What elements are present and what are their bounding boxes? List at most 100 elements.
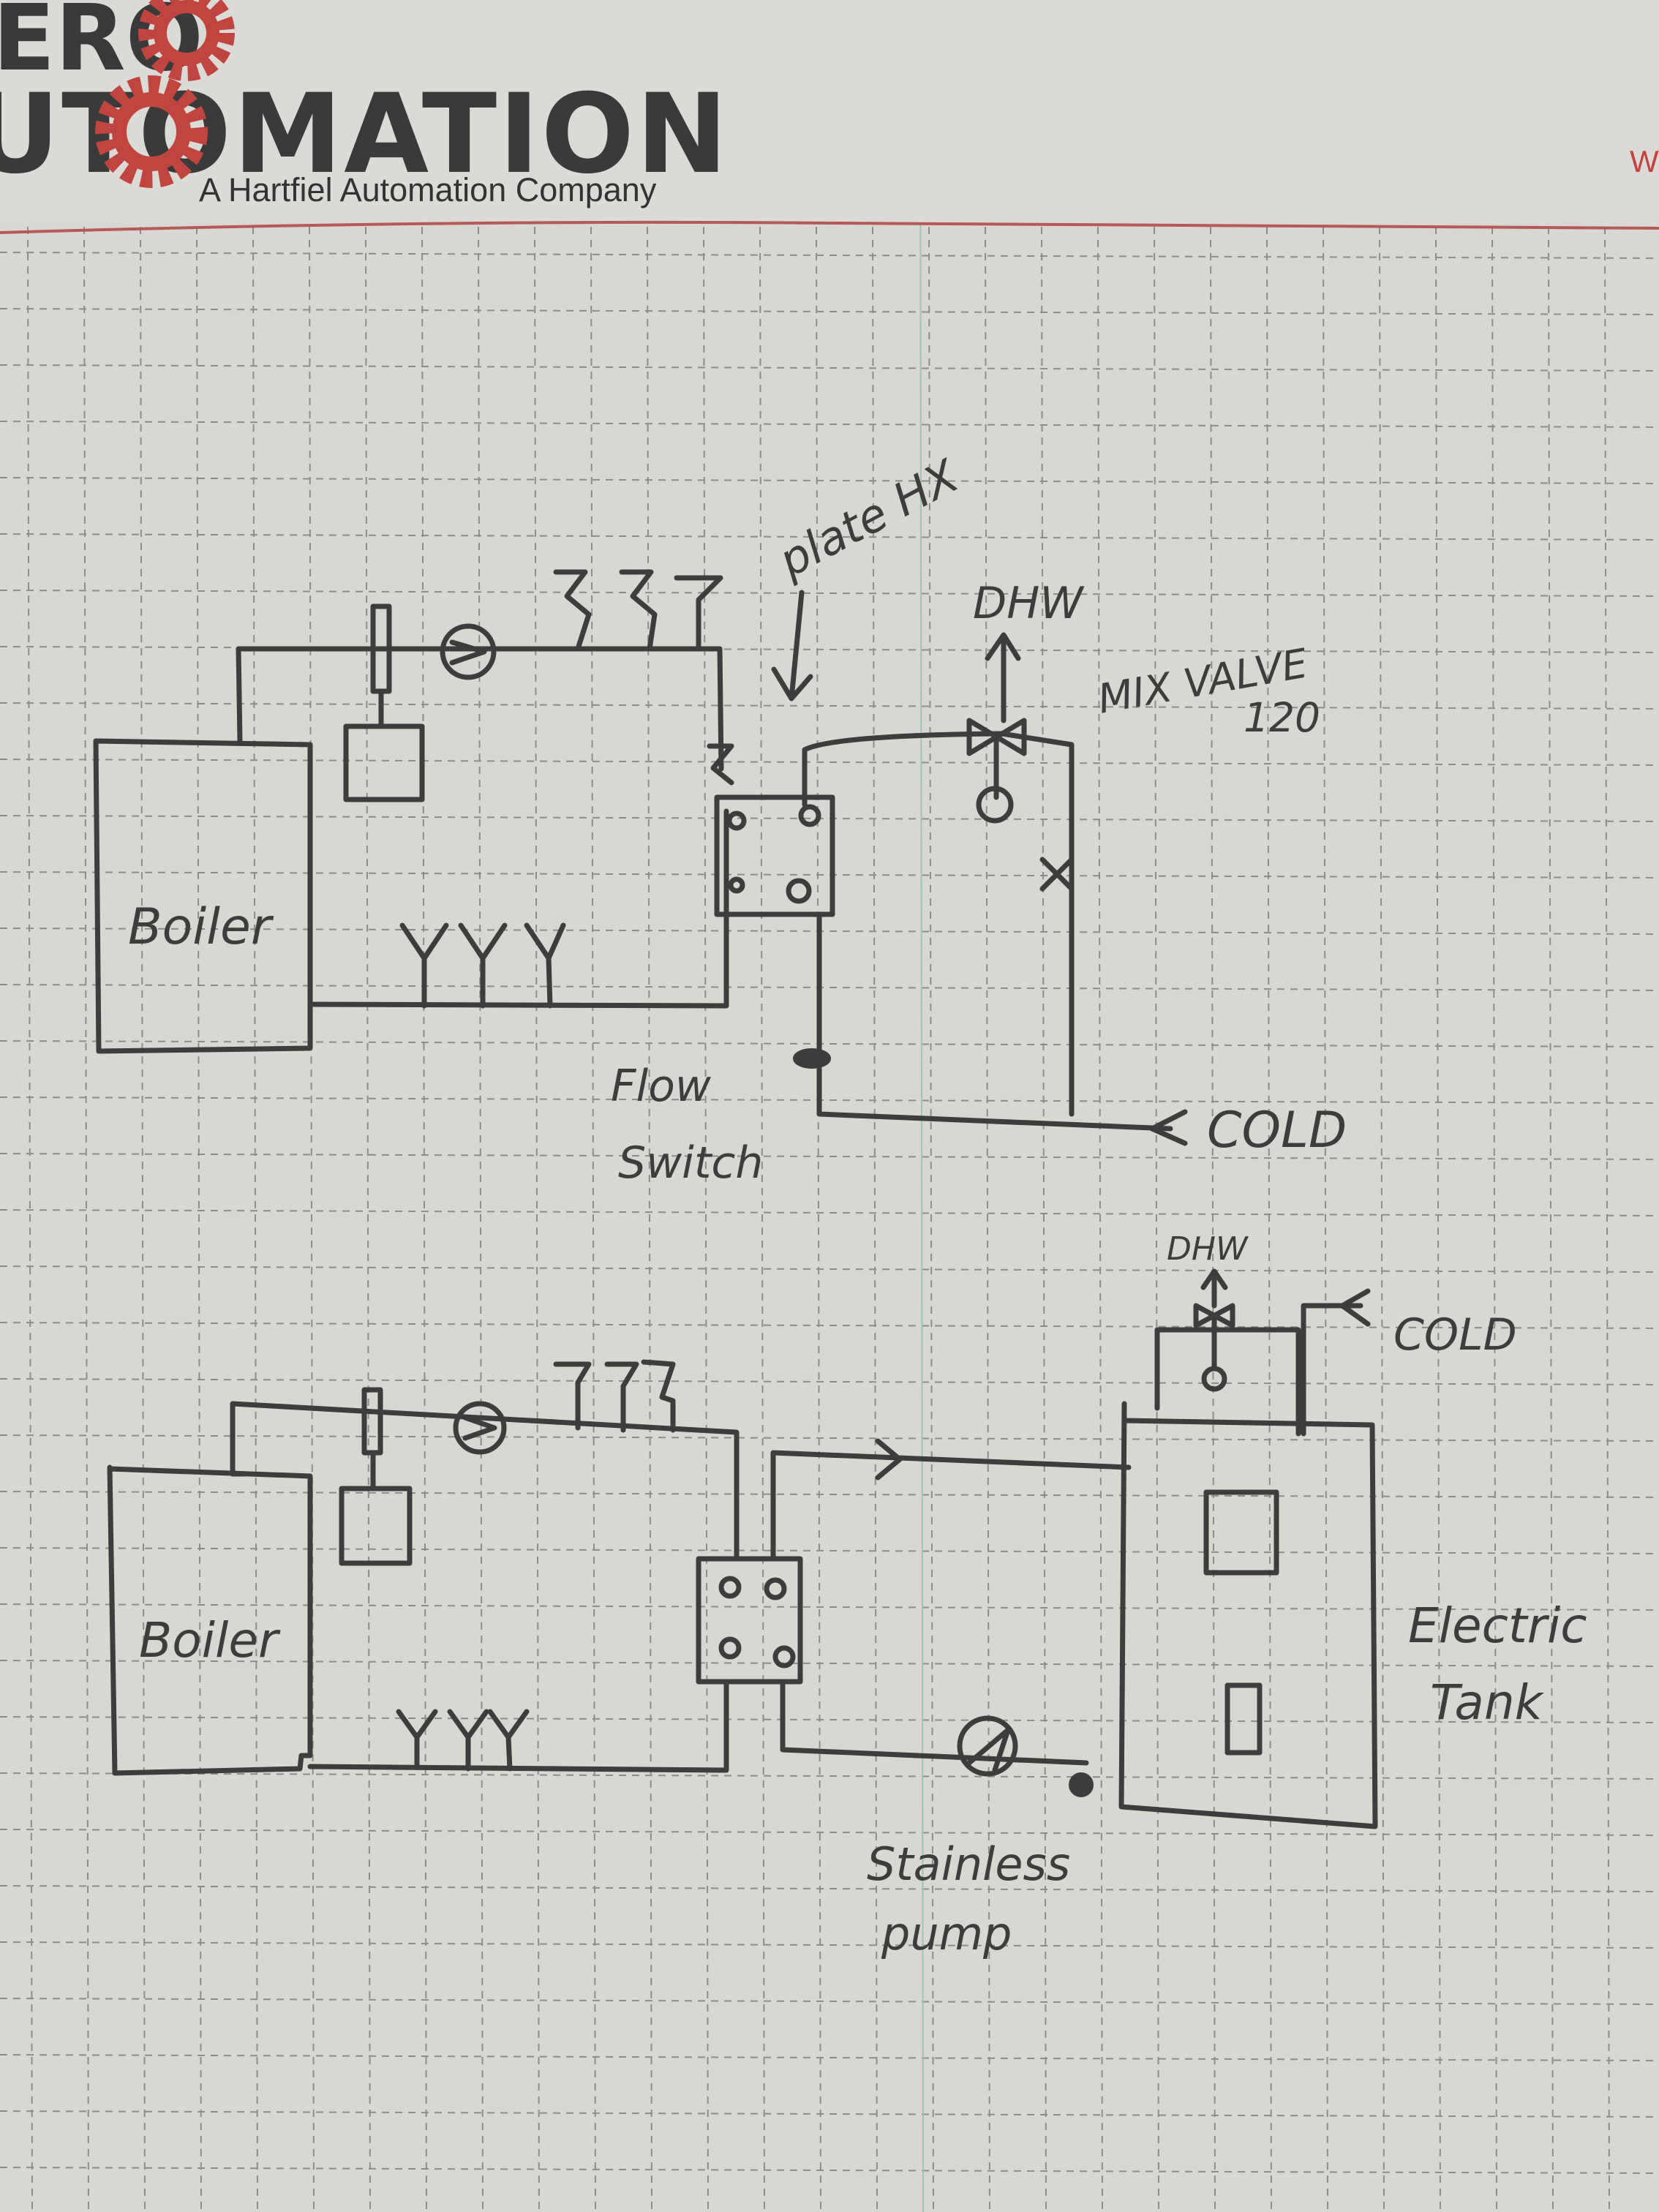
zone-return-icons [396, 1709, 530, 1772]
grid-line [0, 1378, 1659, 1385]
grid-line [0, 308, 1659, 315]
return-pipe [307, 1679, 729, 1773]
grid-line [928, 226, 934, 2212]
fold-line [919, 0, 924, 2212]
grid-line [0, 759, 1659, 766]
arrow-up-icon [985, 632, 1021, 723]
grid-line [0, 2054, 1659, 2061]
grid-line [27, 226, 33, 2212]
grid-line [0, 1096, 1659, 1104]
arrow-icon [771, 590, 813, 701]
grid-line [590, 226, 596, 2212]
tank-element-lower [1224, 1682, 1263, 1756]
gear-icon [95, 75, 208, 188]
flow-switch-label-1: Flow [611, 1061, 712, 1112]
electric-tank [1118, 1401, 1378, 1829]
pump-icon [453, 1401, 507, 1455]
grid-line [872, 226, 878, 2212]
grid-line [1154, 226, 1159, 2212]
dhw-label: DHW [973, 578, 1085, 629]
grid-line [759, 226, 765, 2212]
grid-line [816, 226, 821, 2212]
grid-line [0, 1772, 1659, 1780]
grid-line [1379, 226, 1385, 2212]
grid-line [0, 590, 1659, 597]
header-band [0, 0, 1659, 223]
grid-line [1548, 226, 1554, 2212]
boiler-box [107, 1464, 313, 1776]
mix-valve-icon [1193, 1268, 1235, 1392]
gear-icon [138, 0, 235, 81]
pump-label-1: Stainless [867, 1837, 1070, 1891]
grid-line [0, 1491, 1659, 1498]
grid-line [703, 226, 709, 2212]
grid-line [0, 1040, 1659, 1047]
plate-heat-exchanger [714, 794, 835, 917]
pump-label-2: pump [881, 1907, 1012, 1960]
grid-line [0, 1941, 1659, 1949]
grid-line [0, 252, 1659, 259]
expansion-tank [339, 1486, 413, 1566]
grid-line [0, 364, 1659, 372]
grid-line [0, 477, 1659, 484]
grid-line [0, 871, 1659, 879]
flow-arrow-icon [875, 1438, 903, 1481]
grid-line [1041, 226, 1047, 2212]
cold-label: COLD [1393, 1309, 1517, 1361]
flow-check [707, 743, 734, 786]
tank-element-upper [1203, 1489, 1279, 1576]
valve-icon [1069, 1772, 1094, 1797]
flow-switch-icon [793, 1048, 831, 1069]
zone-valve-icons [553, 569, 723, 652]
supply-pipe [230, 1401, 740, 1562]
grid-line [140, 226, 146, 2212]
grid-line [0, 421, 1659, 428]
boiler-label: Boiler [139, 1612, 281, 1669]
grid-line [1323, 226, 1328, 2212]
air-separator [361, 1387, 383, 1456]
grid-line [0, 1829, 1659, 1836]
cold-inlet-pipe [1301, 1288, 1371, 1437]
arrow-left-icon [1149, 1109, 1188, 1146]
plate-heat-exchanger [696, 1556, 803, 1685]
grid-line [0, 984, 1659, 991]
grid-line [0, 1434, 1659, 1442]
grid-line [0, 1998, 1659, 2005]
logo-tagline: A Hartfiel Automation Company [199, 171, 657, 208]
grid-line [0, 2110, 1659, 2118]
grid-line [421, 226, 427, 2212]
grid-line [478, 226, 484, 2212]
header-divider [0, 220, 1659, 234]
grid-line [0, 1153, 1659, 1160]
boiler-box [93, 738, 313, 1054]
check-valve-icon [1039, 857, 1075, 892]
tank-label-1: Electric [1408, 1598, 1587, 1654]
dhw-label: DHW [1167, 1230, 1249, 1268]
grid-line [1604, 226, 1610, 2212]
hot-supply-pipe [770, 1450, 1132, 1562]
grid-line [0, 1716, 1659, 1723]
grid-line [196, 226, 202, 2212]
grid-line [985, 226, 990, 2212]
grid-line [0, 1603, 1659, 1611]
grid-line [0, 533, 1659, 541]
tank-label-2: Tank [1430, 1674, 1545, 1731]
plate-hx-label: plate HX [770, 448, 968, 587]
grid-line [534, 226, 540, 2212]
grid-line [0, 1322, 1659, 1329]
grid-line [0, 1547, 1659, 1554]
zone-return-icons [399, 922, 566, 1009]
grid-line [309, 226, 315, 2212]
company-header: ERO UTOMATION A Hartfiel Automation Comp… [0, 0, 1659, 234]
expansion-tank [343, 723, 425, 802]
grid-line [0, 702, 1659, 710]
pump-icon [440, 623, 497, 680]
grid-line [1491, 226, 1497, 2212]
grid-line [83, 226, 89, 2212]
grid-line [0, 1885, 1659, 1892]
grid-line [365, 226, 371, 2212]
return-pipe-tank [780, 1679, 1089, 1766]
grid-line [1097, 226, 1103, 2212]
